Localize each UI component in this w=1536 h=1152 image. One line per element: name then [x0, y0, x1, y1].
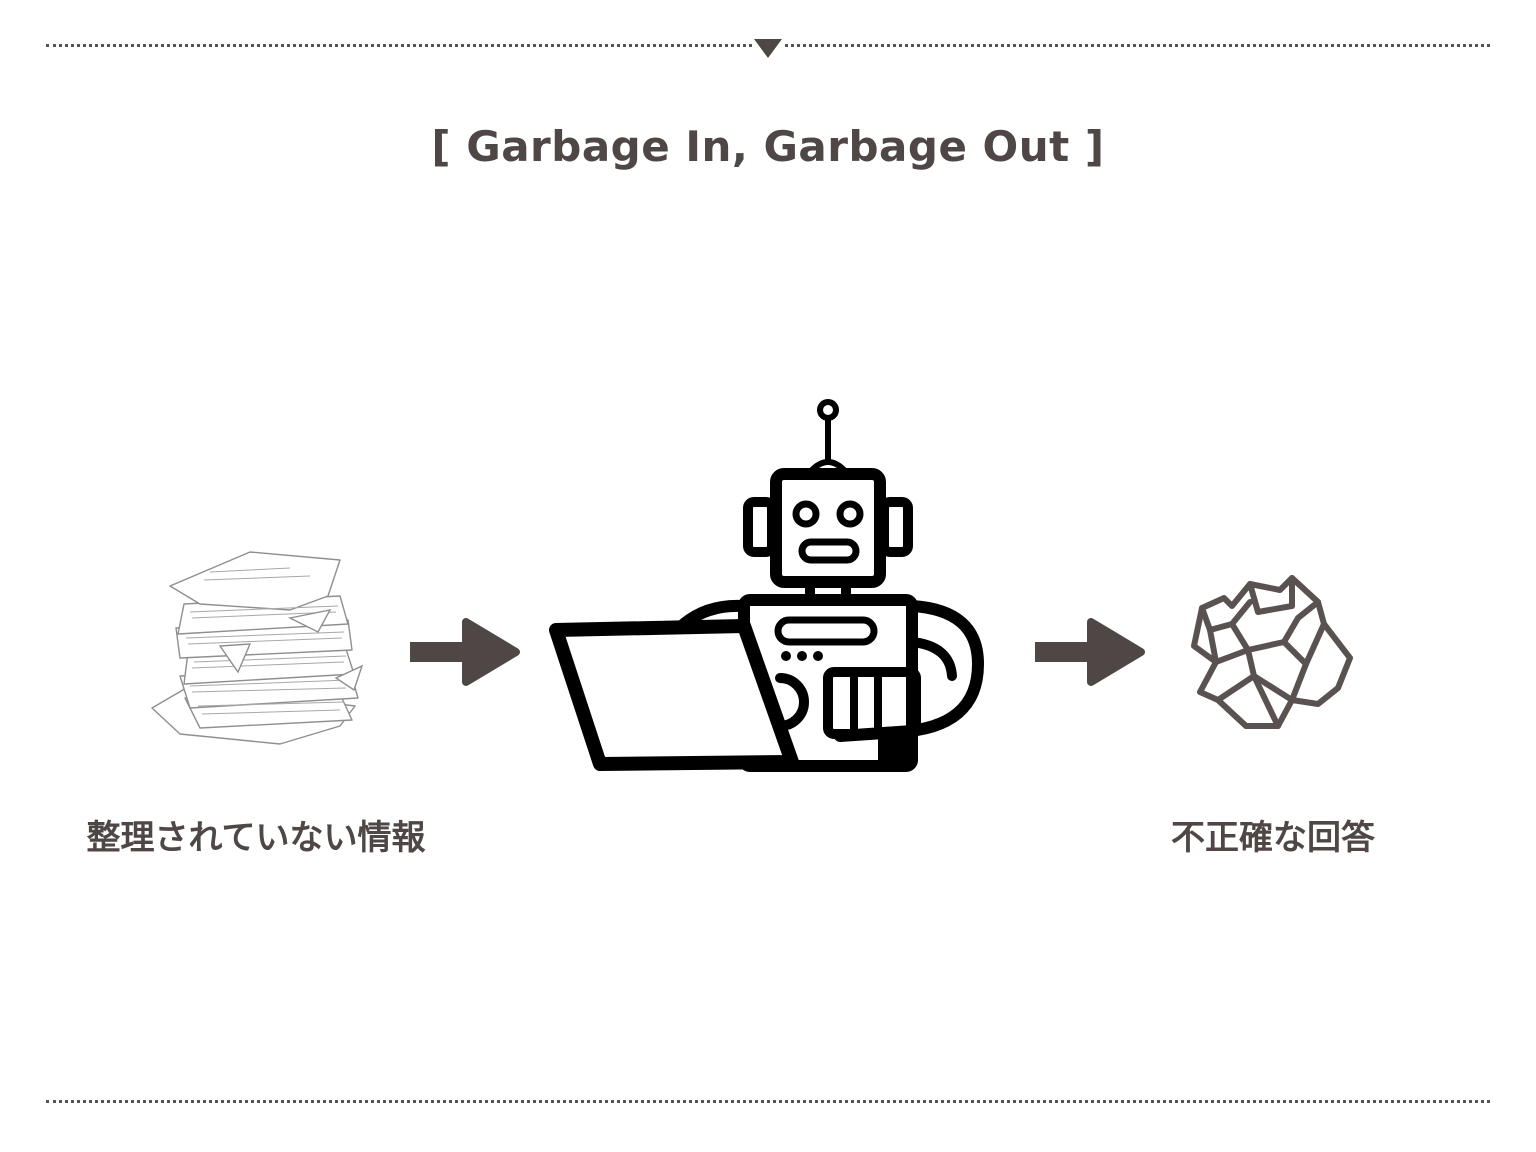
triangle-down-icon [754, 39, 782, 58]
divider-marker [752, 36, 784, 60]
robot-laptop-icon [549, 399, 984, 772]
arrow-right-icon [410, 618, 520, 686]
input-label: 整理されていない情報 [86, 818, 426, 858]
slide-title: [ Garbage In, Garbage Out ] [431, 122, 1105, 171]
arrow-right-icon [1035, 618, 1145, 686]
paper-stack-icon [151, 551, 364, 745]
crumpled-paper-icon [1191, 575, 1353, 729]
output-label: 不正確な回答 [1171, 818, 1375, 858]
bottom-dotted-divider [46, 1100, 1490, 1103]
